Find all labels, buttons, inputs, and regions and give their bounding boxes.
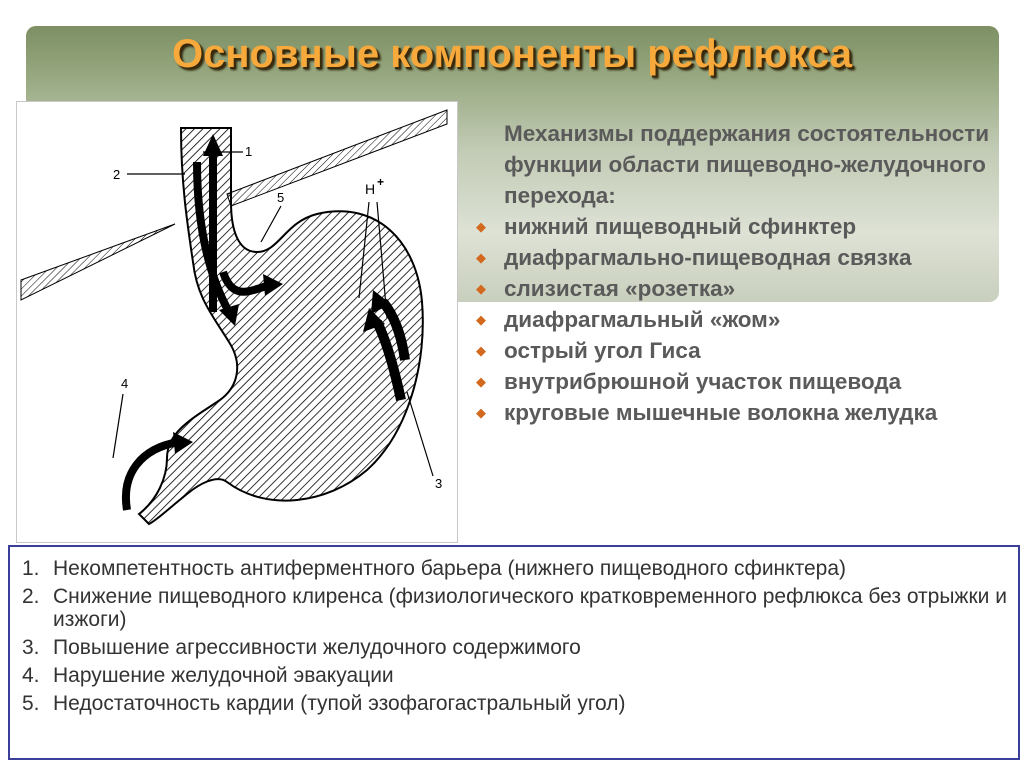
stomach-diagram-svg: 1 2 3 4 5 H + (20, 109, 448, 526)
item-number: 3. (22, 636, 40, 659)
mechanism-item: ◆ острый угол Гиса (474, 335, 1014, 366)
wall-arrow-1 (372, 319, 406, 402)
diamond-bullet-icon: ◆ (476, 250, 486, 265)
diaphragm-left (20, 223, 176, 301)
mechanism-text: нижний пищеводный сфинктер (504, 214, 857, 239)
item-text: Нарушение желудочной эвакуации (53, 664, 394, 687)
mechanism-item: ◆ внутрибрюшной участок пищевода (474, 366, 1014, 397)
diamond-bullet-icon: ◆ (476, 281, 486, 296)
item-text: Некомпетентность антиферментного барьера… (53, 557, 846, 580)
mechanisms-heading: Механизмы поддержания состоятельности фу… (504, 121, 990, 208)
reflux-component-item: 1. Некомпетентность антиферментного барье… (22, 557, 1018, 580)
reflux-component-item: 3. Повышение агрессивности желудочного со… (22, 636, 1018, 659)
stomach-diagram: 1 2 3 4 5 H + (16, 101, 458, 543)
diaphragm-right (226, 109, 448, 207)
item-text: Недостаточность кардии (тупой эзофагогас… (53, 692, 626, 715)
fundus-arrow (219, 270, 269, 296)
pylorus-arrow (122, 438, 180, 511)
esophagus-arrow-down (193, 161, 233, 314)
mechanism-item: ◆ слизистая «розетка» (474, 273, 1014, 304)
mechanism-text: внутрибрюшной участок пищевода (504, 369, 902, 394)
diamond-bullet-icon: ◆ (476, 312, 486, 327)
ion-label: H (365, 181, 375, 197)
diamond-bullet-icon: ◆ (476, 374, 486, 389)
reflux-components-box: 1. Некомпетентность антиферментного барье… (8, 545, 1020, 760)
diagram-label-1: 1 (245, 144, 252, 159)
mechanism-item: ◆ диафрагмальный «жом» (474, 304, 1014, 335)
diagram-label-2: 2 (113, 167, 120, 182)
item-number: 4. (22, 664, 40, 687)
diagram-label-3: 3 (435, 476, 442, 491)
reflux-component-item: 2. Снижение пищеводного клиренса (физиоло… (22, 585, 1018, 631)
mechanism-text: диафрагмально-пищеводная связка (504, 245, 912, 270)
reflux-component-item: 5. Недостаточность кардии (тупой эзофагог… (22, 692, 1018, 715)
diamond-bullet-icon: ◆ (476, 343, 486, 358)
mechanism-text: слизистая «розетка» (504, 276, 736, 301)
mechanism-item: ◆ круговые мышечные волокна желудка (474, 397, 1014, 428)
mechanism-item: ◆ нижний пищеводный сфинктер (474, 211, 1014, 242)
mechanisms-list: ◆ нижний пищеводный сфинктер ◆ диафрагмальн… (474, 211, 1014, 428)
item-number: 5. (22, 692, 40, 715)
item-text: Повышение агрессивности желудочного соде… (53, 636, 581, 659)
mechanisms-block: Механизмы поддержания состоятельности фу… (474, 118, 1014, 428)
diagram-label-4: 4 (121, 376, 128, 391)
slide-title: Основные компоненты рефлюкса (172, 32, 852, 76)
mechanism-text: острый угол Гиса (504, 338, 701, 363)
diamond-bullet-icon: ◆ (476, 219, 486, 234)
mechanism-text: круговые мышечные волокна желудка (504, 400, 938, 425)
reflux-component-item: 4. Нарушение желудочной эвакуации (22, 664, 1018, 687)
item-text: Снижение пищеводного клиренса (физиологи… (53, 585, 1007, 631)
mechanism-text: диафрагмальный «жом» (504, 307, 781, 332)
ion-charge: + (377, 175, 384, 189)
reflux-components-list: 1. Некомпетентность антиферментного барье… (10, 547, 1018, 715)
mechanism-item: ◆ диафрагмально-пищеводная связка (474, 242, 1014, 273)
diamond-bullet-icon: ◆ (476, 405, 486, 420)
item-number: 1. (22, 557, 40, 580)
diagram-label-5: 5 (277, 190, 284, 205)
item-number: 2. (22, 585, 40, 608)
